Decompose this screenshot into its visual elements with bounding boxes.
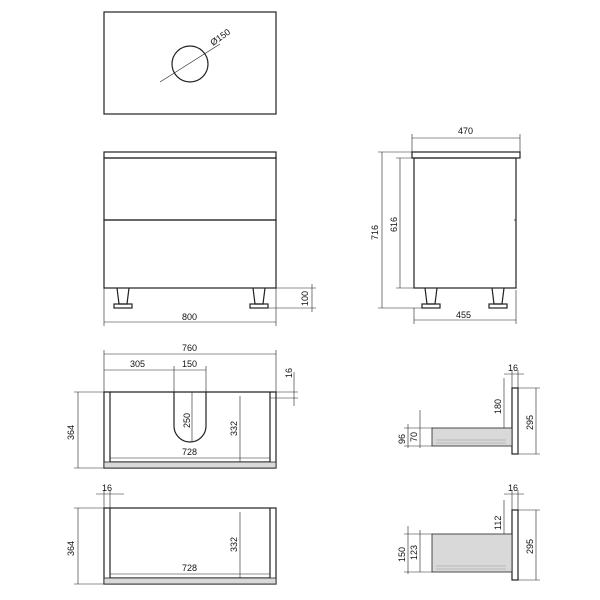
upper-plan-bottom — [103, 461, 277, 469]
front-leg-left — [116, 287, 130, 305]
label-plan-depth: 364 — [66, 425, 76, 440]
front-leg-left-foot — [113, 303, 133, 309]
label-drawer2-thickness: 16 — [508, 483, 518, 493]
label-lower-inner-width: 728 — [182, 563, 197, 573]
upper-section-drawer — [431, 427, 513, 447]
front-drawer-upper — [103, 157, 277, 221]
label-height-body: 616 — [389, 217, 399, 232]
side-leg-left — [424, 287, 438, 305]
upper-plan-cutout — [173, 392, 207, 443]
side-leg-right-foot — [488, 303, 508, 309]
label-drawer1-depth: 180 — [493, 399, 503, 414]
lower-drawer-section: 16 112 295 123 150 — [397, 483, 540, 581]
label-lower-inner-depth: 332 — [229, 537, 239, 552]
lower-plan-bottom — [103, 577, 277, 585]
side-leg-right — [491, 287, 505, 305]
countertop-outline — [103, 11, 277, 115]
lower-section-drawer — [431, 533, 513, 573]
upper-drawer-plan: 760 305 150 16 250 364 332 728 — [66, 343, 298, 469]
label-leg-height: 100 — [300, 291, 310, 306]
label-front-width: 800 — [182, 312, 197, 322]
label-side-depth: 455 — [456, 310, 471, 320]
front-top-slab — [103, 151, 277, 159]
label-lower-depth: 364 — [66, 541, 76, 556]
lower-drawer-plan: 16 364 332 728 — [66, 483, 277, 585]
label-drawer1-total: 295 — [525, 415, 535, 430]
label-inner-depth: 332 — [229, 421, 239, 436]
front-leg-right — [252, 287, 266, 305]
label-inner-width: 728 — [182, 447, 197, 457]
upper-drawer-section: 16 180 295 70 96 — [397, 363, 540, 455]
label-drawer2-total: 295 — [525, 539, 535, 554]
side-view: 470 455 716 616 — [370, 126, 521, 324]
label-cutout-width: 150 — [182, 359, 197, 369]
side-top-slab — [411, 151, 521, 159]
upper-section-front — [511, 387, 519, 455]
label-height-total: 716 — [370, 225, 380, 240]
label-cutout-depth: 250 — [182, 413, 192, 428]
upper-section-hatch — [436, 439, 506, 444]
top-view: Ø150 — [103, 11, 277, 115]
side-body — [413, 157, 517, 289]
front-leg-right-foot — [249, 303, 269, 309]
label-lower-thickness: 16 — [102, 483, 112, 493]
front-drawer-lower — [103, 219, 277, 289]
label-drawer2-height: 150 — [397, 547, 407, 562]
label-hole-diameter: Ø150 — [208, 27, 232, 48]
label-drawer2-inner: 123 — [409, 545, 419, 560]
label-plan-width: 760 — [182, 343, 197, 353]
label-drawer1-front: 96 — [397, 434, 407, 444]
label-drawer2-depth: 112 — [493, 516, 503, 530]
label-plan-offset: 305 — [130, 359, 145, 369]
front-view: 800 100 — [103, 151, 316, 326]
label-panel-thickness: 16 — [284, 368, 294, 378]
side-leg-left-foot — [421, 303, 441, 309]
lower-section-hatch — [436, 565, 506, 570]
label-top-depth: 470 — [458, 126, 473, 136]
lower-section-front — [511, 509, 519, 581]
label-drawer1-height: 70 — [409, 432, 419, 442]
label-drawer1-thickness: 16 — [508, 363, 518, 373]
diameter-leader — [159, 43, 221, 83]
sink-hole — [171, 45, 209, 83]
